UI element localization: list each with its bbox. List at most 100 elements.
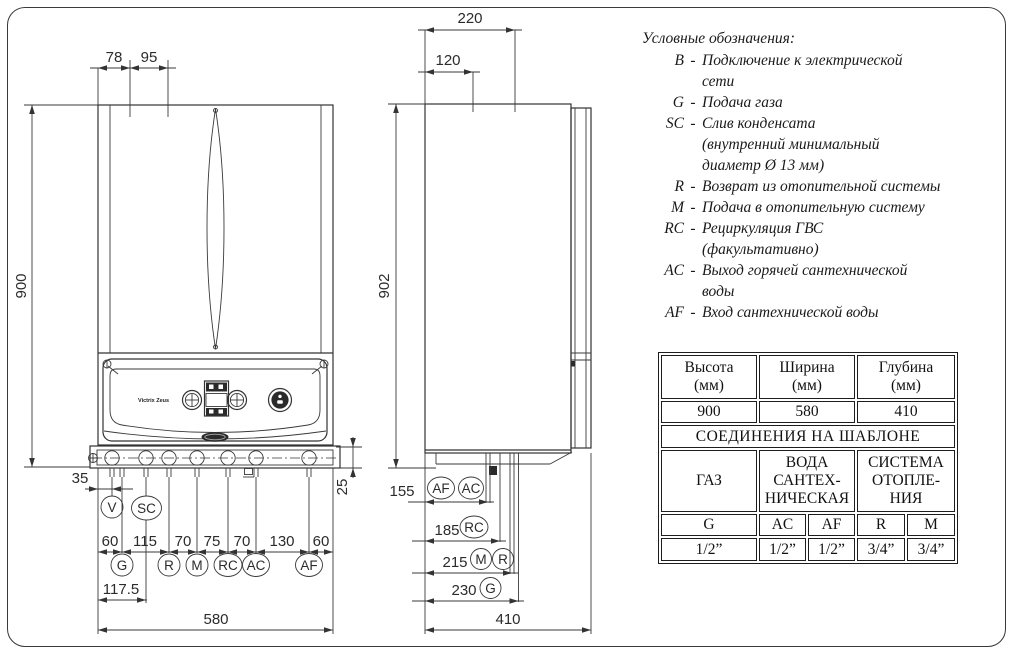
- technical-drawing: Victrix Zeus: [13, 10, 592, 634]
- dim-155-label: 155: [389, 483, 414, 500]
- dim-chain-label: 70: [175, 533, 192, 550]
- dim-chain-label: 60: [102, 533, 119, 550]
- table-row-section: СОЕДИНЕНИЯ НА ШАБЛОНЕ: [661, 425, 955, 448]
- dim-120-label: 120: [435, 52, 460, 69]
- size-r: 3/4”: [857, 538, 905, 561]
- badge-icon: [201, 432, 229, 442]
- port-label-rc: RC: [218, 558, 238, 573]
- size-ac: 1/2”: [759, 538, 806, 561]
- dim-230-label: 230: [451, 582, 476, 599]
- legend-item-separator: -: [690, 262, 696, 279]
- brand-label: Victrix Zeus: [138, 398, 169, 404]
- legend-item-text: Подключение к электрической сети: [702, 52, 903, 90]
- legend-item: SC - Слив конденсата (внутренний минимал…: [642, 113, 1006, 176]
- front-view-drawing: Victrix Zeus: [13, 49, 362, 634]
- dim-chain-label: 75: [204, 533, 221, 550]
- legend: Условные обозначения: B - Подключение к …: [642, 28, 1006, 323]
- control-panel: Victrix Zeus: [102, 358, 329, 442]
- port-label-g: G: [117, 558, 128, 573]
- group-gas: ГАЗ: [661, 450, 757, 512]
- table-row-dim-values: 900 580 410: [661, 401, 955, 423]
- port-label-v: V: [107, 500, 116, 515]
- port-label-ac: AC: [462, 481, 481, 496]
- selector-knob-icon: [267, 387, 293, 413]
- value-height: 900: [661, 401, 757, 423]
- size-af: 1/2”: [808, 538, 855, 561]
- legend-item-separator: -: [690, 220, 696, 237]
- legend-item: B - Подключение к электрической сети: [642, 50, 1006, 92]
- port-g: G: [661, 514, 757, 536]
- value-width: 580: [759, 401, 855, 423]
- table-row-groups: ГАЗ ВОДА САНТЕХ- НИЧЕСКАЯ СИСТЕМА ОТОПЛЕ…: [661, 450, 955, 512]
- port-r: R: [857, 514, 905, 536]
- dim-220-label: 220: [457, 10, 482, 27]
- extension-lines: [424, 453, 592, 634]
- screw-icon: [88, 453, 98, 463]
- front-port-labels: V SC G R M RC AC AF: [100, 495, 323, 577]
- page-border: [7, 7, 1006, 647]
- dim-chain-label: 115: [133, 533, 157, 550]
- legend-item-key: AC: [664, 262, 684, 279]
- port-label-g: G: [485, 581, 496, 596]
- front-lens: [206, 108, 225, 350]
- legend-item: AC - Выход горячей сантехнической воды: [642, 260, 1006, 302]
- knob-icon: [226, 389, 248, 411]
- size-g: 1/2”: [661, 538, 757, 561]
- knob-icon: [181, 389, 203, 411]
- legend-item-separator: -: [690, 52, 696, 69]
- legend-item-key: R: [674, 178, 684, 195]
- dim-95-label: 95: [141, 49, 158, 66]
- port-label-ac: AC: [247, 558, 266, 573]
- legend-item-key: SC: [665, 115, 684, 132]
- boiler-front-body: [97, 104, 334, 446]
- spec-table: Высота (мм) Ширина (мм) Глубина (мм) 900…: [658, 352, 958, 564]
- dim-78-label: 78: [106, 49, 123, 66]
- dim-215-label: 215: [442, 554, 467, 571]
- table-row-dim-headers: Высота (мм) Ширина (мм) Глубина (мм): [661, 355, 955, 399]
- port-label-r: R: [498, 552, 508, 567]
- legend-item: M - Подача в отопительную систему: [642, 197, 1006, 218]
- dim-35-label: 35: [72, 470, 89, 487]
- table-row-port-sizes: 1/2” 1/2” 1/2” 3/4” 3/4”: [661, 538, 955, 561]
- display-module: [203, 380, 230, 417]
- legend-item-text: Рециркуляция ГВС (факультативно): [702, 220, 824, 258]
- group-heating-system: СИСТЕМА ОТОПЛЕ- НИЯ: [857, 450, 955, 512]
- port-m: M: [907, 514, 955, 536]
- header-height: Высота (мм): [661, 355, 757, 399]
- dim-410-label: 410: [495, 611, 520, 628]
- port-label-m: M: [475, 552, 486, 567]
- port-label-af: AF: [300, 558, 317, 573]
- port-af: AF: [808, 514, 855, 536]
- legend-item-separator: -: [690, 178, 696, 195]
- legend-item: G - Подача газа: [642, 92, 1006, 113]
- dim-117-5-label: 117.5: [103, 581, 139, 598]
- bottom-strip: [88, 445, 341, 478]
- legend-item-key: RC: [664, 220, 684, 237]
- legend-item-separator: -: [690, 304, 696, 321]
- size-m: 3/4”: [907, 538, 955, 561]
- legend-item-key: M: [671, 199, 684, 216]
- legend-item-text: Подача газа: [702, 94, 783, 111]
- port-label-rc: RC: [464, 520, 484, 535]
- dim-chain-label: 130: [269, 533, 294, 550]
- value-depth: 410: [857, 401, 955, 423]
- legend-item: AF - Вход сантехнической воды: [642, 302, 1006, 323]
- header-depth: Глубина (мм): [857, 355, 955, 399]
- legend-item-text: Слив конденсата (внутренний минимальный …: [702, 115, 880, 174]
- dim-902-label: 902: [376, 273, 393, 298]
- wall-bracket-panel: [570, 107, 592, 449]
- port-label-af: AF: [432, 481, 449, 496]
- extension-lines: [97, 468, 334, 634]
- pipe-stubs: [109, 468, 312, 477]
- legend-item-key: G: [672, 94, 684, 111]
- legend-title: Условные обозначения:: [642, 30, 795, 47]
- header-width: Ширина (мм): [759, 355, 855, 399]
- port-label-r: R: [164, 558, 174, 573]
- legend-item-separator: -: [690, 199, 696, 216]
- dim-185-label: 185: [434, 522, 459, 539]
- legend-item-separator: -: [690, 115, 696, 132]
- group-sanitary-water: ВОДА САНТЕХ- НИЧЕСКАЯ: [759, 450, 855, 512]
- legend-item-text: Подача в отопительную систему: [702, 199, 925, 216]
- legend-item: RC - Рециркуляция ГВС (факультативно): [642, 218, 1006, 260]
